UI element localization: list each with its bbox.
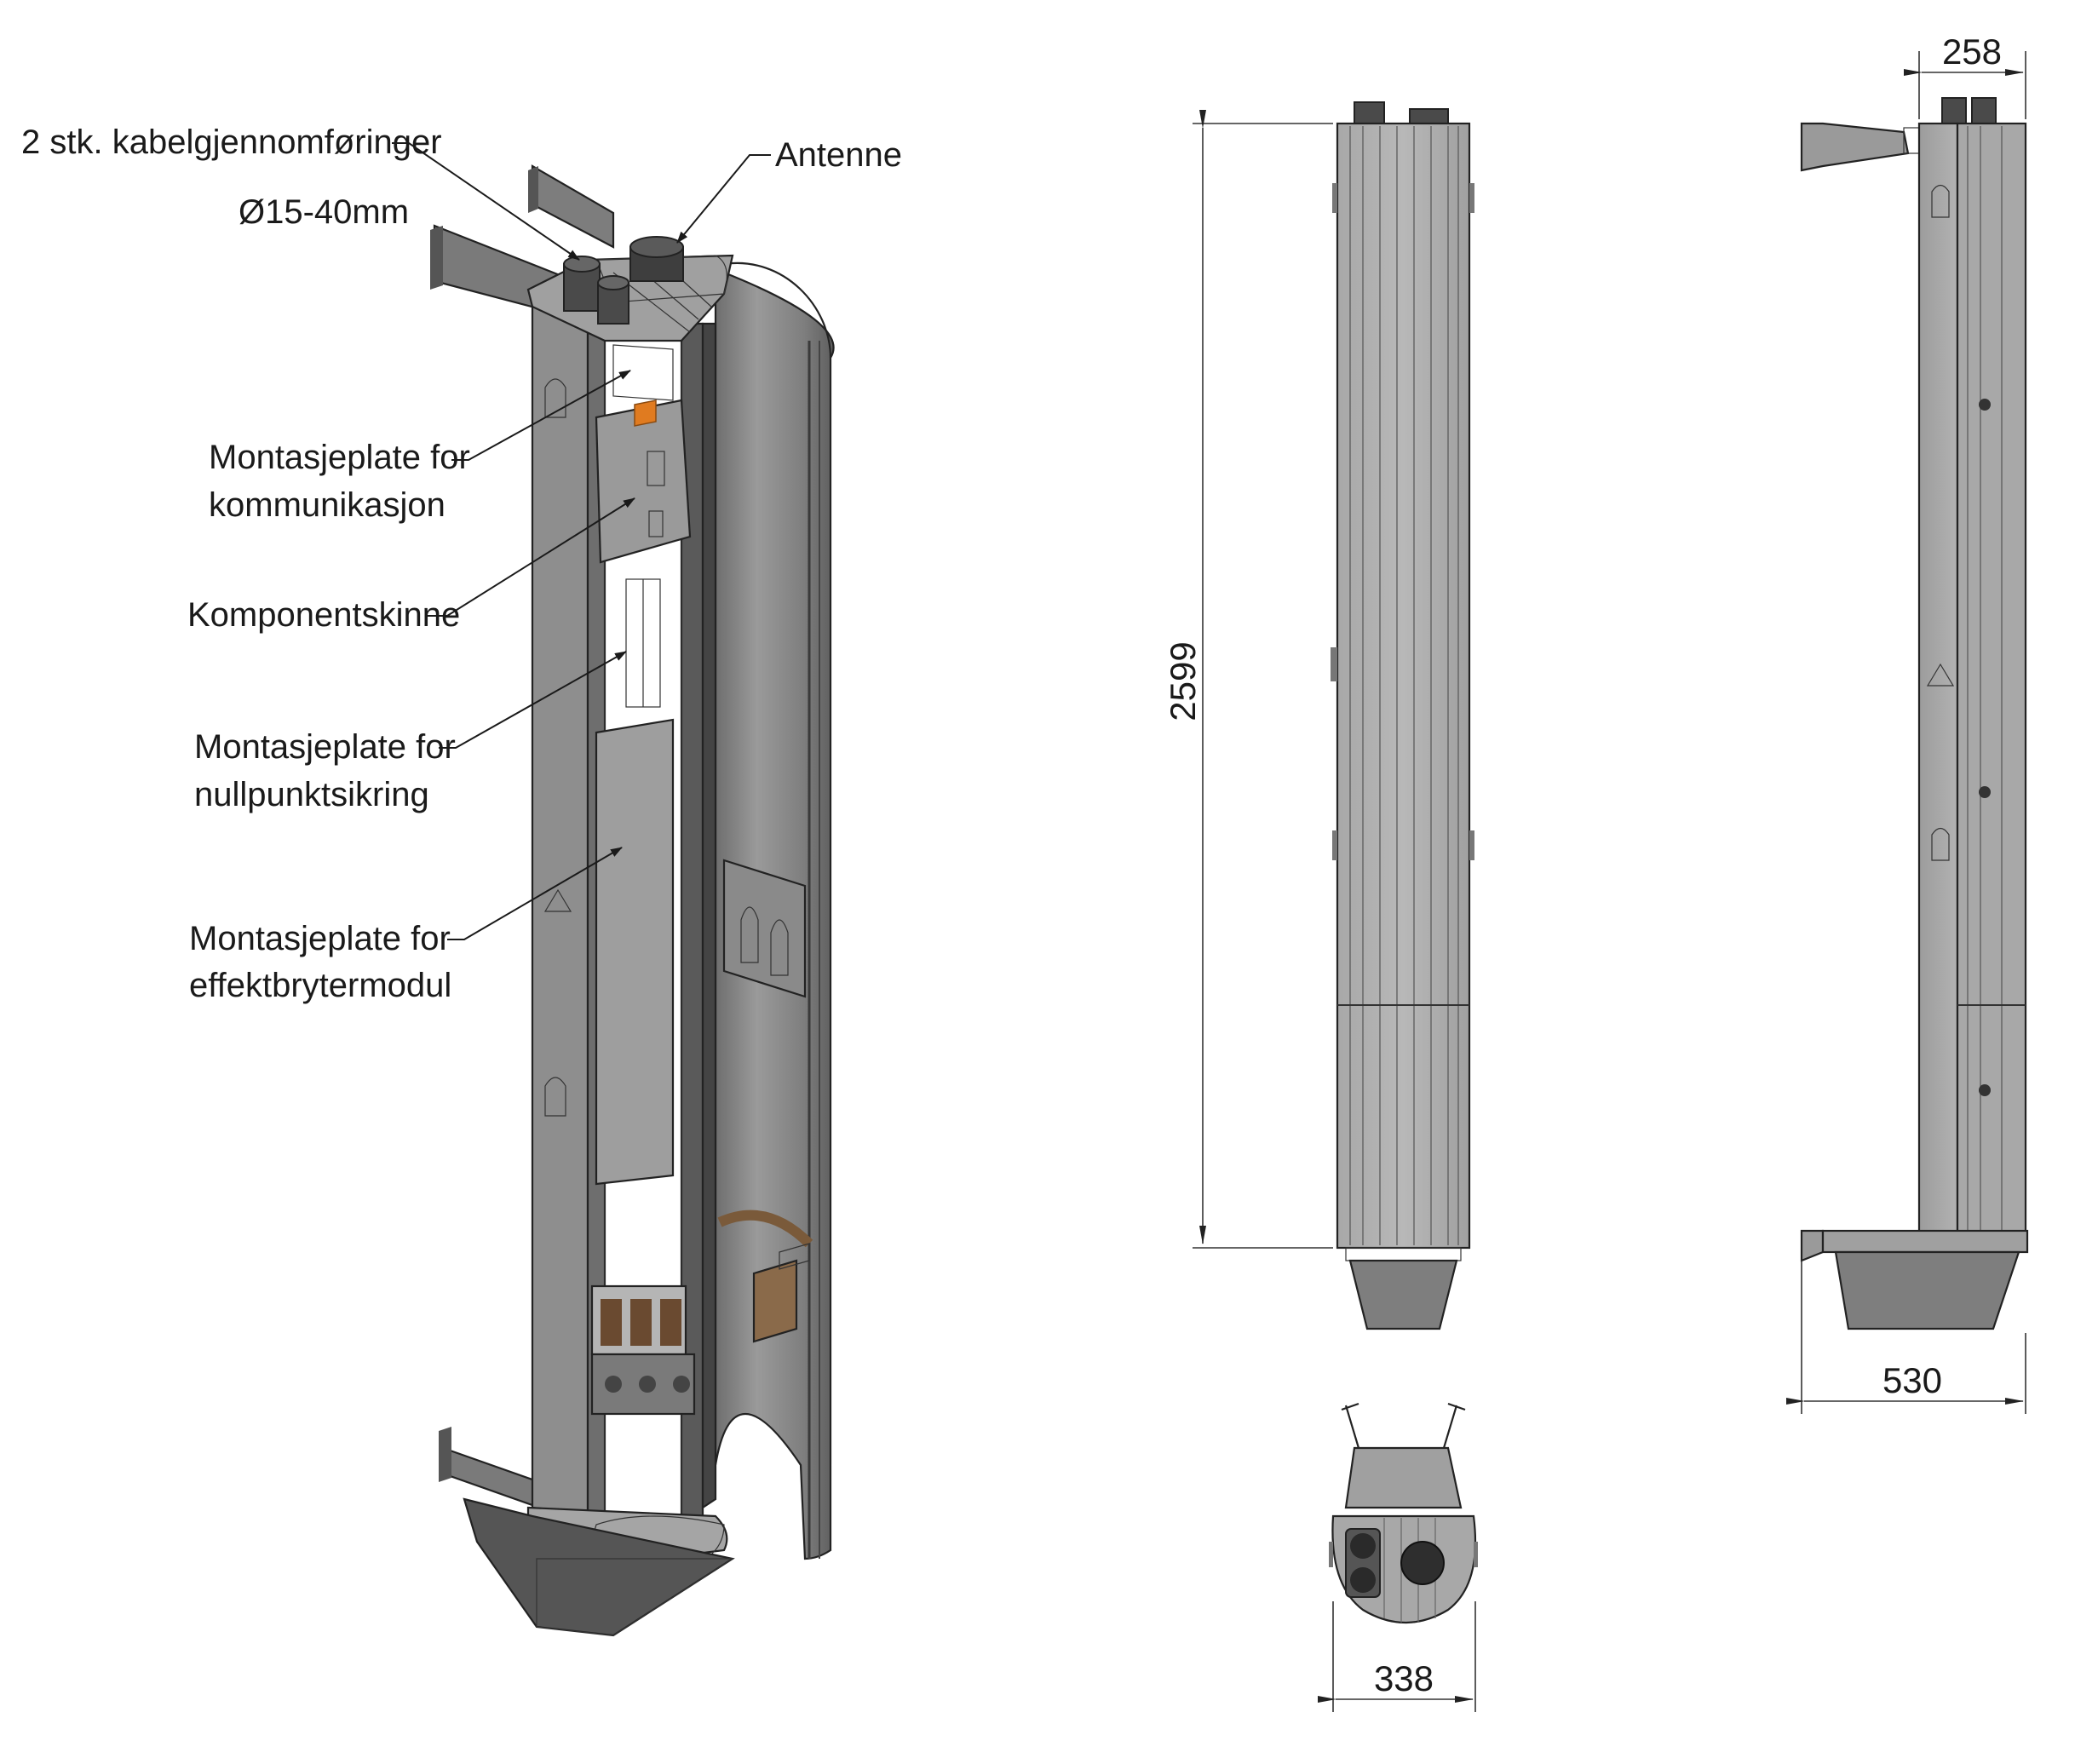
breaker-modules bbox=[590, 1284, 696, 1416]
label-comm-plate-line1: Montasjeplate for bbox=[209, 439, 470, 476]
communication-mounting-plate bbox=[595, 344, 692, 564]
isometric-view bbox=[430, 164, 835, 1637]
label-comm-plate-line2: kommunikasjon bbox=[209, 486, 445, 524]
dimension-overall-depth-530: 530 bbox=[1882, 1360, 1942, 1400]
height-dimension: 2599 bbox=[1163, 110, 1333, 1249]
depth-dimension: 258 bbox=[1904, 32, 2026, 119]
dimension-width-338: 338 bbox=[1374, 1658, 1434, 1698]
antenna bbox=[629, 236, 684, 282]
annotation-comm-plate: Montasjeplate for kommunikasjon bbox=[209, 370, 631, 524]
label-cable-glands: 2 stk. kabelgjennomføringer bbox=[21, 124, 442, 161]
label-breaker-plate-line1: Montasjeplate for bbox=[189, 920, 451, 957]
cable-gland-1 bbox=[563, 256, 601, 312]
annotation-neutral-plate: Montasjeplate for nullpunktsikring bbox=[194, 651, 627, 813]
overall-depth-dimension: 530 bbox=[1786, 1261, 2026, 1414]
cable-gland-2 bbox=[597, 275, 629, 325]
annotation-component-rail: Komponentskinne bbox=[187, 497, 635, 634]
component-rail-detail bbox=[625, 578, 661, 708]
front-flutes bbox=[1349, 126, 1459, 1245]
side-elevation bbox=[1800, 97, 2029, 1330]
dimension-depth-258: 258 bbox=[1942, 32, 2002, 72]
terminal-block bbox=[752, 1243, 810, 1343]
earth-strap bbox=[717, 1210, 813, 1248]
cover-bracket bbox=[722, 859, 807, 998]
annotation-antenna: Antenne bbox=[676, 136, 902, 244]
label-neutral-plate-line2: nullpunktsikring bbox=[194, 776, 429, 813]
dimension-height-2599: 2599 bbox=[1163, 641, 1203, 721]
neutral-breaker-plate bbox=[595, 718, 675, 1186]
front-elevation bbox=[1331, 101, 1474, 1330]
cabinet-frame bbox=[531, 296, 717, 1522]
label-antenna: Antenne bbox=[775, 136, 902, 174]
label-cable-glands-diameter: Ø15-40mm bbox=[239, 193, 409, 231]
label-component-rail: Komponentskinne bbox=[187, 596, 460, 634]
annotation-cable-glands: 2 stk. kabelgjennomføringer Ø15-40mm bbox=[21, 124, 580, 261]
width-dimension: 338 bbox=[1318, 1601, 1476, 1712]
annotation-breaker-plate: Montasjeplate for effektbrytermodul bbox=[189, 847, 623, 1004]
label-breaker-plate-line2: effektbrytermodul bbox=[189, 967, 451, 1004]
label-neutral-plate-line1: Montasjeplate for bbox=[194, 728, 456, 766]
top-view bbox=[1329, 1402, 1478, 1623]
bottom-base bbox=[463, 1497, 735, 1637]
